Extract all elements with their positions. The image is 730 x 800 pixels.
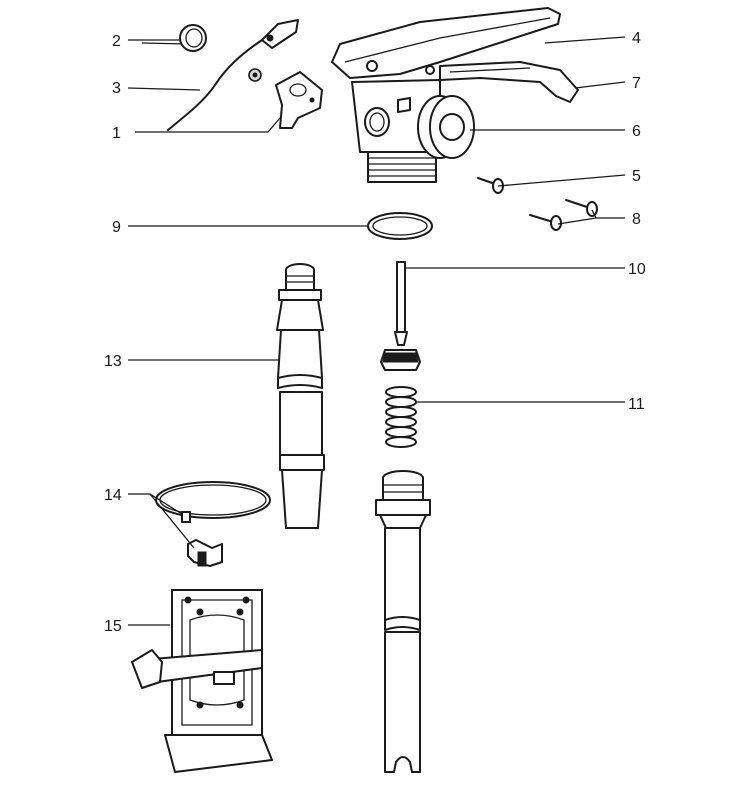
part-2-safety-pin xyxy=(141,24,207,52)
callout-labels: 1 2 3 4 5 6 7 8 9 10 11 13 14 15 xyxy=(104,30,646,635)
leader-1 xyxy=(135,117,281,133)
leader-14 xyxy=(128,493,195,549)
part-11-spring xyxy=(385,386,417,448)
siphon-tube xyxy=(375,470,431,773)
callout-2: 2 xyxy=(112,33,121,50)
part-15-wall-bracket xyxy=(131,589,273,773)
callout-7: 7 xyxy=(632,75,641,92)
part-3-seal-wire xyxy=(167,19,299,131)
leader-lines xyxy=(127,36,626,626)
leader-5 xyxy=(497,174,626,187)
callout-8: 8 xyxy=(632,211,641,228)
part-4-handle xyxy=(331,7,561,79)
leader-4 xyxy=(544,36,626,44)
part-7-lever xyxy=(439,61,579,103)
callout-10: 10 xyxy=(628,261,646,278)
leader-3 xyxy=(127,87,201,91)
callout-15: 15 xyxy=(104,618,122,635)
callout-13: 13 xyxy=(104,353,122,370)
callout-14: 14 xyxy=(104,487,122,504)
part-10-valve-stem xyxy=(380,261,421,371)
callout-4: 4 xyxy=(632,30,641,47)
callout-1: 1 xyxy=(112,125,121,142)
part-6-gauge xyxy=(417,95,475,159)
part-14-clamp xyxy=(155,481,271,567)
callout-11: 11 xyxy=(628,396,645,413)
part-8-pins xyxy=(529,199,598,231)
callout-5: 5 xyxy=(632,168,641,185)
leader-8 xyxy=(557,209,625,225)
part-9-o-ring xyxy=(367,212,433,240)
callout-9: 9 xyxy=(112,219,121,236)
part-1-nut xyxy=(248,68,262,82)
callout-3: 3 xyxy=(112,80,121,97)
part-1-bracket xyxy=(275,71,323,129)
callout-6: 6 xyxy=(632,123,641,140)
leader-7 xyxy=(574,81,626,89)
part-13-tube xyxy=(276,263,325,529)
